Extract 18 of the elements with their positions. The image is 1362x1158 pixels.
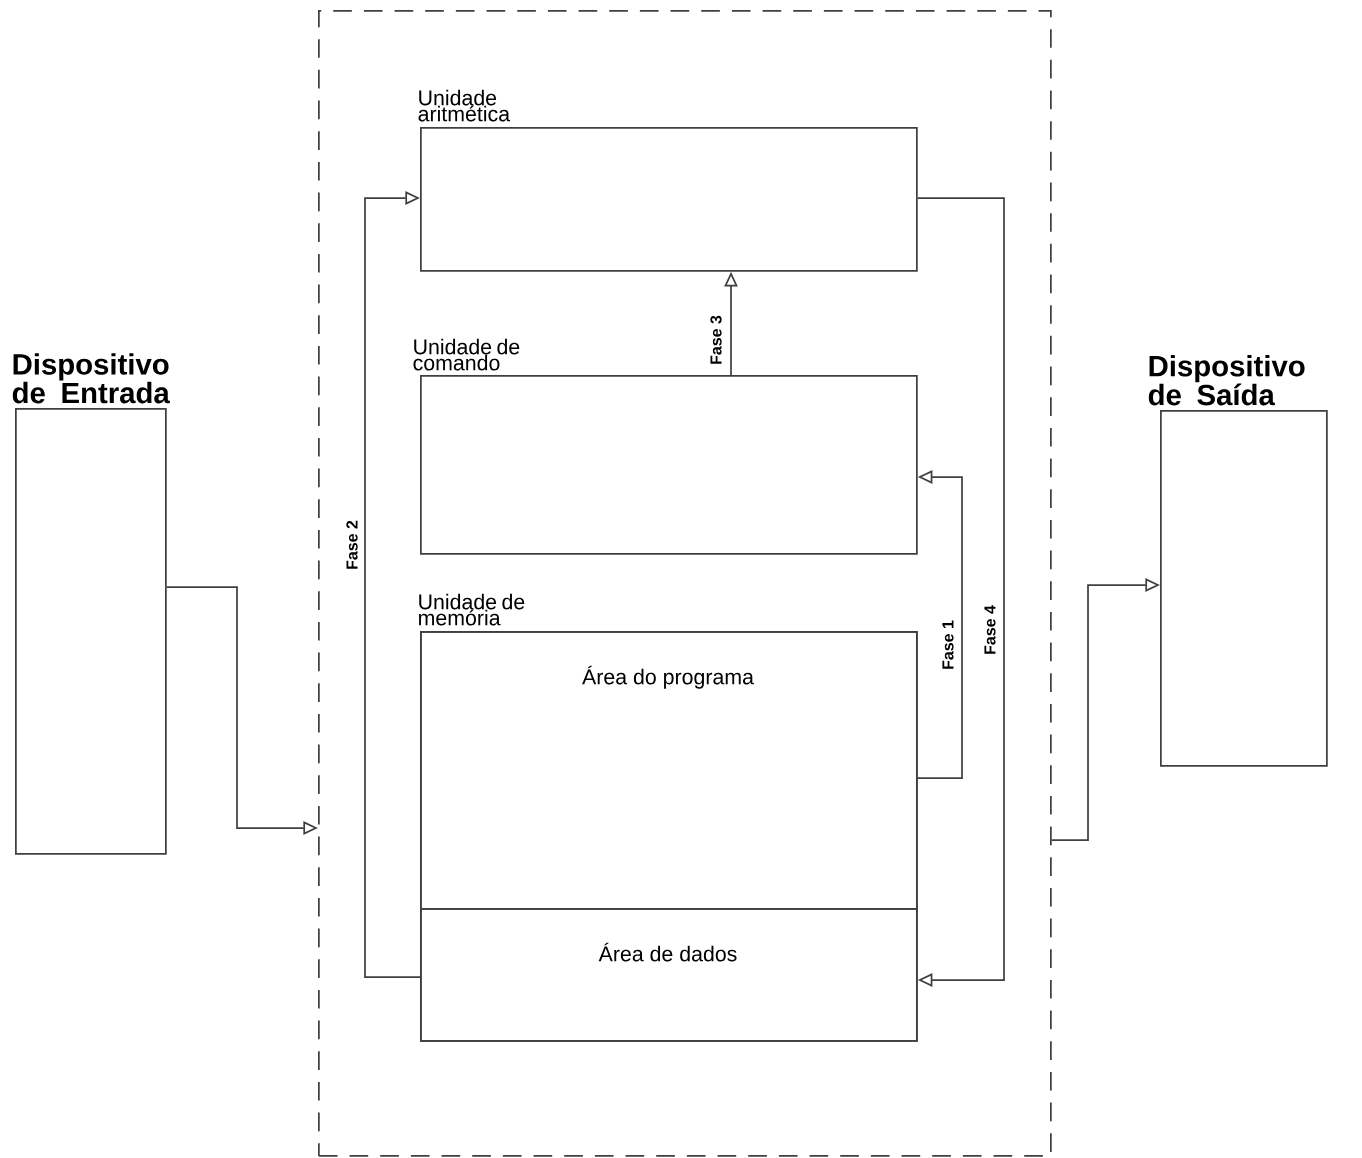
node-label: Unidade de comando (413, 338, 520, 371)
edge-label: Fase 4 (983, 603, 997, 657)
node-label: Unidade de memória (419, 593, 525, 626)
arrow (916, 197, 1005, 987)
edge-label: Fase 1 (941, 618, 955, 672)
arrow (916, 470, 963, 779)
node-label: Dispositivo de Saída (1148, 354, 1305, 406)
memory-area-box: Área de dados (420, 908, 918, 1042)
device-box: Dispositivo de Entrada (12, 353, 170, 855)
edge-label: Fase 2 (345, 518, 359, 572)
node-label: Dispositivo de Entrada (12, 353, 170, 404)
node-label: Unidade aritmética (418, 89, 511, 122)
device-box: Dispositivo de Saída (1148, 354, 1328, 767)
dashed-boundary-box (318, 10, 1052, 1157)
arrow (364, 191, 421, 978)
memory-area-box: Área do programa (420, 631, 918, 910)
unit-box: Unidade aritmética (418, 89, 918, 272)
edge-label: Fase 3 (709, 313, 723, 367)
